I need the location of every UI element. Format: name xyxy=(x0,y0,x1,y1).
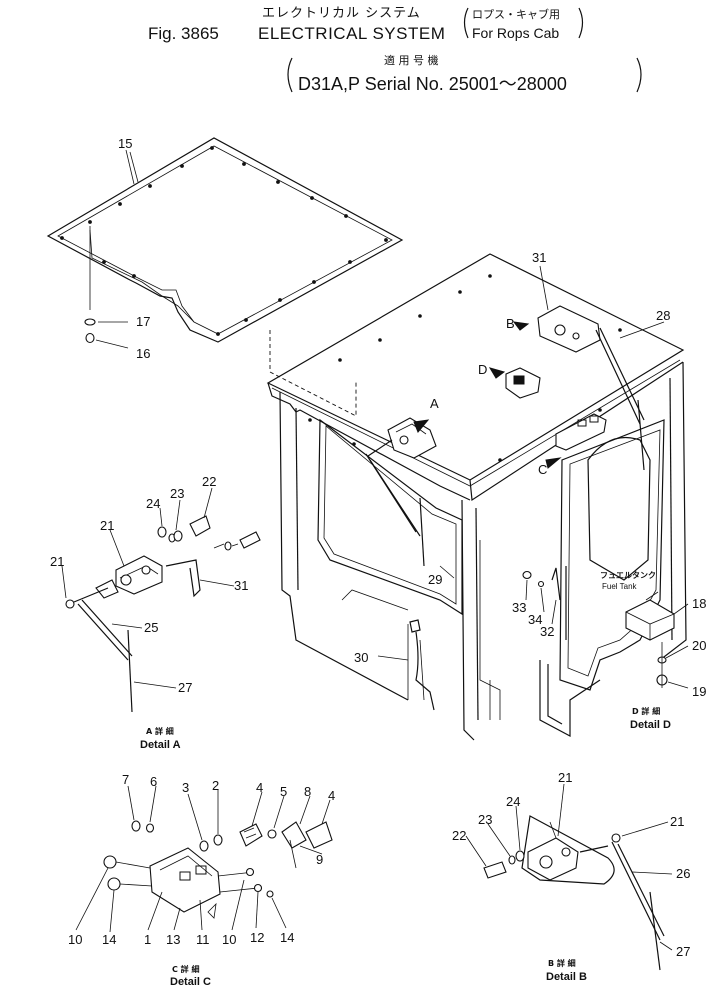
cab-body xyxy=(266,253,687,741)
detail-a-en: Detail A xyxy=(140,739,181,751)
callout-17: 17 xyxy=(136,314,150,329)
part-18-light xyxy=(625,591,675,688)
arrow-label-c: C xyxy=(538,462,547,477)
fuel-tank-en: Fuel Tank xyxy=(602,582,638,591)
callout-c2: 2 xyxy=(212,778,219,793)
paren-right xyxy=(578,7,584,39)
callout-c14a: 14 xyxy=(102,932,116,947)
callout-28: 28 xyxy=(656,308,670,323)
callout-18: 18 xyxy=(692,596,706,611)
arrow-label-d: D xyxy=(478,362,487,377)
figure-number: Fig. 3865 xyxy=(148,24,219,43)
fuel-tank-jp: フュエルタンク xyxy=(600,570,656,580)
paren-left-2 xyxy=(287,57,293,93)
paren-left xyxy=(463,7,469,39)
callout-30: 30 xyxy=(354,650,368,665)
callout-a22: 22 xyxy=(202,474,216,489)
callout-a23: 23 xyxy=(170,486,184,501)
roof-panel xyxy=(46,137,404,343)
applicable-jp: 適 用 号 機 xyxy=(384,53,439,67)
detail-b xyxy=(483,815,665,971)
part-d-bracket xyxy=(505,367,541,399)
detail-b-en: Detail B xyxy=(546,971,587,983)
callout-b21b: 21 xyxy=(670,814,684,829)
callout-a31: 31 xyxy=(234,578,248,593)
callout-c3: 3 xyxy=(182,780,189,795)
callout-c8: 8 xyxy=(304,784,311,799)
part-c-switch-panel xyxy=(555,413,607,451)
callout-a27: 27 xyxy=(178,680,192,695)
subtitle-jp: ロプス・キャブ用 xyxy=(472,7,560,21)
detail-b-jp: B 詳 細 xyxy=(548,958,576,968)
wiper-a-assembly xyxy=(365,417,437,567)
callout-c14b: 14 xyxy=(280,930,294,945)
title-jp: エレクトリカル システム xyxy=(262,6,421,21)
roof-bolts xyxy=(84,318,129,349)
callout-a21-left: 21 xyxy=(50,554,64,569)
arrow-label-b: B xyxy=(506,316,515,331)
callout-c6: 6 xyxy=(150,774,157,789)
paren-right-2 xyxy=(636,57,642,93)
callout-20: 20 xyxy=(692,638,706,653)
callout-31: 31 xyxy=(532,250,546,265)
callout-b23: 23 xyxy=(478,812,492,827)
callout-c10b: 10 xyxy=(222,932,236,947)
callout-19: 19 xyxy=(692,684,706,699)
callout-33: 33 xyxy=(512,600,526,615)
callout-c1: 1 xyxy=(144,932,151,947)
callout-c5: 5 xyxy=(280,784,287,799)
callout-labels: 15 17 16 31 28 B D A C 29 30 33 34 32 フュ… xyxy=(50,136,706,959)
title-block: エレクトリカル システム Fig. 3865 ELECTRICAL SYSTEM… xyxy=(148,6,642,94)
detail-d-jp: D 詳 細 xyxy=(632,706,660,716)
callout-c9: 9 xyxy=(316,852,323,867)
callout-c10a: 10 xyxy=(68,932,82,947)
detail-c-jp: C 詳 細 xyxy=(172,964,199,974)
detail-captions: A 詳 細 Detail A D 詳 細 Detail D C 詳 細 Deta… xyxy=(140,706,671,987)
callout-a25: 25 xyxy=(144,620,158,635)
subtitle-en: For Rops Cab xyxy=(472,25,559,41)
leader-lines xyxy=(61,149,689,951)
callout-c12: 12 xyxy=(250,930,264,945)
callout-16: 16 xyxy=(136,346,150,361)
callout-c13: 13 xyxy=(166,932,180,947)
callout-b22: 22 xyxy=(452,828,466,843)
callout-b26: 26 xyxy=(676,866,690,881)
detail-c-en: Detail C xyxy=(170,976,211,987)
wiper-b-assembly xyxy=(537,305,645,471)
callout-15: 15 xyxy=(118,136,132,151)
view-arrows xyxy=(413,321,562,469)
callout-c4b: 4 xyxy=(328,788,335,803)
arrow-label-a: A xyxy=(430,396,439,411)
harness-30 xyxy=(409,619,435,711)
fuel-parts xyxy=(522,566,567,640)
detail-c xyxy=(103,820,333,919)
callout-32: 32 xyxy=(540,624,554,639)
callout-b21a: 21 xyxy=(558,770,572,785)
callout-29: 29 xyxy=(428,572,442,587)
callout-a24: 24 xyxy=(146,496,160,511)
callout-b27: 27 xyxy=(676,944,690,959)
serial-range: D31A,P Serial No. 25001～28000 xyxy=(298,74,567,94)
callout-a21-top: 21 xyxy=(100,518,114,533)
detail-a xyxy=(65,515,261,713)
title-en: ELECTRICAL SYSTEM xyxy=(258,24,445,43)
callout-34: 34 xyxy=(528,612,542,627)
callout-b24: 24 xyxy=(506,794,520,809)
callout-c4a: 4 xyxy=(256,780,263,795)
callout-c11: 11 xyxy=(196,932,210,947)
detail-d-en: Detail D xyxy=(630,719,671,731)
callout-c7: 7 xyxy=(122,772,129,787)
detail-a-jp: A 詳 細 xyxy=(146,726,174,736)
